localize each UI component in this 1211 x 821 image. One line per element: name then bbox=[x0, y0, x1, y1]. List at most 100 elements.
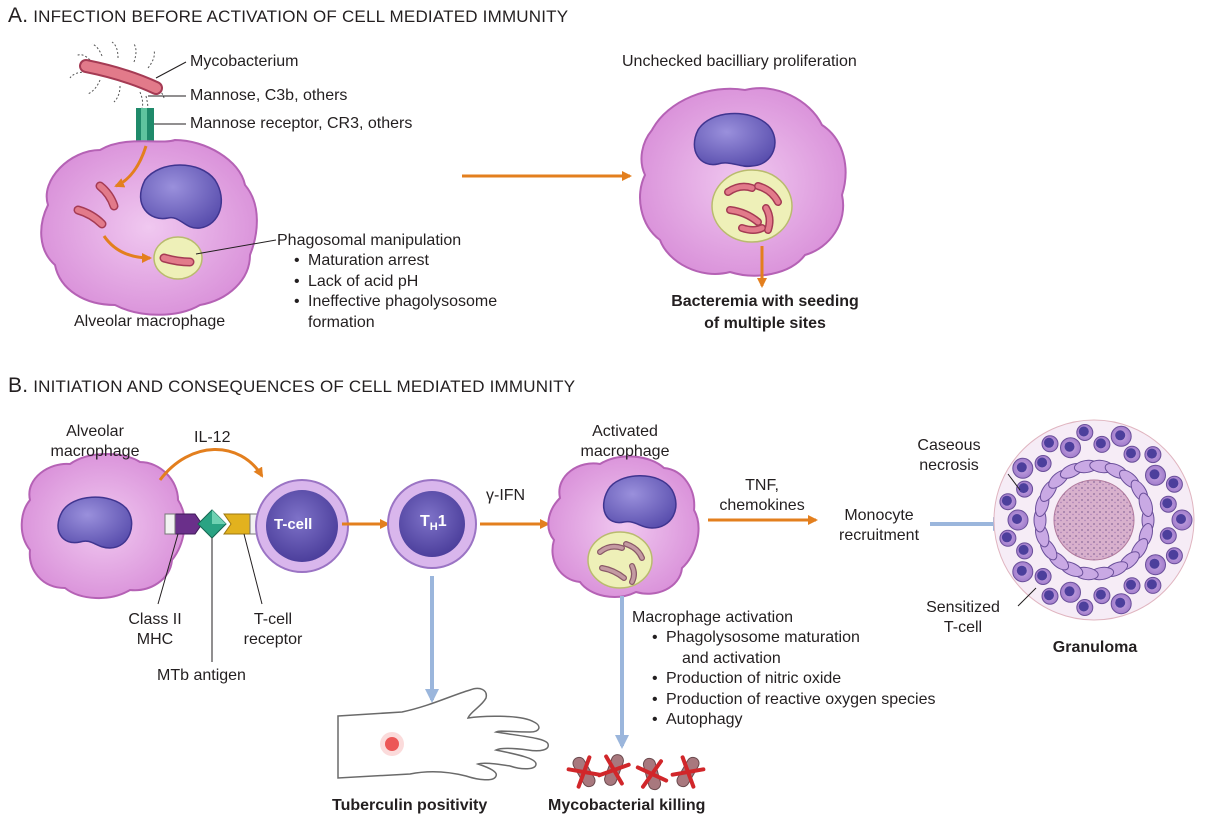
granuloma-lymphocyte-nucleus bbox=[1037, 570, 1048, 581]
t-cell-icon bbox=[255, 479, 349, 573]
sensitized-label-2: T-cell bbox=[943, 619, 983, 636]
section-a-title-text: INFECTION BEFORE ACTIVATION OF CELL MEDI… bbox=[33, 7, 569, 26]
phagosomal-bullet-1: Maturation arrest bbox=[294, 251, 497, 272]
section-b-title: B. INITIATION AND CONSEQUENCES OF CELL M… bbox=[8, 374, 575, 397]
granuloma-lymphocyte-nucleus bbox=[1064, 586, 1075, 597]
alveolar-macrophage-label: Alveolar macrophage bbox=[74, 313, 226, 330]
monocyte-label-2: recruitment bbox=[838, 527, 920, 544]
granuloma-lymphocyte-nucleus bbox=[1078, 426, 1089, 437]
granuloma-lymphocyte-nucleus bbox=[1044, 590, 1054, 601]
mycobacterium-icon bbox=[69, 41, 165, 111]
arm-skin-test-icon bbox=[337, 687, 549, 781]
granuloma-label: Granuloma bbox=[1052, 639, 1138, 656]
granuloma-lymphocyte-nucleus bbox=[1176, 514, 1186, 524]
section-a-letter: A. bbox=[8, 4, 29, 27]
granuloma-lymphocyte-nucleus bbox=[1078, 601, 1089, 612]
activated-label-2: macrophage bbox=[580, 443, 670, 460]
internalized-bacteria-icon bbox=[73, 181, 119, 229]
uptake-arrows bbox=[102, 145, 152, 263]
phagosome-icon bbox=[153, 236, 203, 280]
granuloma-lymphocyte-nucleus bbox=[1044, 437, 1054, 448]
activated-macrophage-cell bbox=[547, 455, 700, 598]
granuloma-lymphocyte-nucleus bbox=[1095, 589, 1106, 600]
granuloma-lymphocyte-nucleus bbox=[1115, 597, 1126, 608]
class2-label-1: Class II bbox=[128, 611, 182, 628]
monocyte-label-1: Monocyte bbox=[844, 507, 914, 524]
activation-bullet-2: Production of nitric oxide bbox=[652, 669, 935, 690]
il12-label: IL-12 bbox=[194, 429, 231, 446]
granuloma-lymphocyte-nucleus bbox=[1115, 430, 1126, 441]
alveolar-b-label-1: Alveolar bbox=[66, 423, 124, 440]
granuloma-lymphocyte-nucleus bbox=[1016, 565, 1027, 576]
class2-label-2: MHC bbox=[136, 631, 174, 648]
bacteremia-label-1: Bacteremia with seeding bbox=[671, 293, 859, 310]
granuloma-lymphocyte-nucleus bbox=[1126, 448, 1136, 459]
unchecked-label: Unchecked bacilliary proliferation bbox=[622, 53, 857, 70]
mannose-label: Mannose, C3b, others bbox=[190, 87, 348, 104]
tnf-label-2: chemokines bbox=[719, 497, 805, 514]
phagosomal-bullet-3: Ineffective phagolysosome bbox=[294, 292, 497, 313]
granuloma-lymphocyte-nucleus bbox=[1016, 462, 1027, 473]
t-cell-receptor-icon bbox=[223, 513, 259, 535]
leader-lines-b bbox=[157, 473, 1037, 662]
granuloma-lymphocyte-nucleus bbox=[1037, 457, 1048, 468]
il12-arrow bbox=[158, 448, 264, 481]
granuloma-lymphocyte-nucleus bbox=[1168, 478, 1179, 489]
killed-bacterium bbox=[670, 755, 706, 789]
activation-bullet-1b: and activation bbox=[682, 649, 781, 667]
granuloma-lymphocyte-nucleus bbox=[1018, 483, 1029, 494]
section-a-title: A. INFECTION BEFORE ACTIVATION OF CELL M… bbox=[8, 4, 569, 27]
granuloma-lymphocyte-nucleus bbox=[1018, 544, 1029, 555]
activation-list: Phagolysosome maturation and activation … bbox=[652, 628, 935, 731]
granuloma-lymphocyte-nucleus bbox=[1162, 498, 1173, 509]
th1-main: T bbox=[420, 513, 430, 530]
phagosomal-bullet-3b: formation bbox=[308, 313, 375, 331]
granuloma-lymphocyte-nucleus bbox=[1012, 514, 1022, 524]
tnf-label-1: TNF, bbox=[745, 477, 779, 494]
alveolar-macrophage-cell bbox=[40, 138, 258, 316]
receptor-label: Mannose receptor, CR3, others bbox=[190, 115, 413, 132]
tuberculin-label: Tuberculin positivity bbox=[332, 797, 488, 814]
killed-bacterium bbox=[566, 755, 602, 789]
granuloma-lymphocyte-nucleus bbox=[1001, 532, 1012, 543]
killed-bacterium bbox=[635, 757, 669, 791]
alveolar-macrophage-b-cell bbox=[20, 453, 186, 600]
caseous-label-1: Caseous bbox=[917, 437, 981, 454]
th1-cell-label: TH1 bbox=[420, 513, 447, 533]
mtb-antigen-icon bbox=[197, 509, 227, 539]
tcr-label-2: receptor bbox=[243, 631, 303, 648]
leader-lines-a bbox=[148, 61, 277, 255]
th1-cell-icon bbox=[387, 479, 477, 569]
granuloma-epithelioid-cell bbox=[1138, 492, 1153, 517]
tcell-cell-label: T-cell bbox=[274, 516, 313, 533]
granuloma-lymphocyte-nucleus bbox=[1162, 529, 1173, 540]
sensitized-label-1: Sensitized bbox=[926, 599, 1000, 616]
granuloma-lymphocyte-nucleus bbox=[1149, 558, 1160, 569]
nucleus-icon bbox=[139, 164, 223, 229]
section-b-letter: B. bbox=[8, 374, 29, 397]
activation-bullet-4: Autophagy bbox=[652, 710, 935, 731]
caseous-label-2: necrosis bbox=[919, 457, 979, 474]
mhc-molecule-icon bbox=[164, 513, 203, 535]
infected-macrophage-cell bbox=[639, 87, 847, 277]
mycobacterium-label: Mycobacterium bbox=[190, 53, 299, 70]
granuloma-lymphocyte-nucleus bbox=[1149, 469, 1160, 480]
granuloma-lymphocyte-nucleus bbox=[1001, 495, 1012, 506]
mannose-receptor-icon bbox=[136, 108, 154, 142]
phagosomal-title: Phagosomal manipulation bbox=[277, 232, 462, 249]
phagosomal-bullet-2: Lack of acid pH bbox=[294, 272, 497, 293]
granuloma-lymphocyte-nucleus bbox=[1146, 448, 1157, 459]
activation-title: Macrophage activation bbox=[632, 609, 793, 626]
alveolar-b-label-2: macrophage bbox=[50, 443, 140, 460]
tcr-label-1: T-cell bbox=[253, 611, 293, 628]
granuloma-lymphocyte-nucleus bbox=[1095, 438, 1106, 449]
gamma-ifn-label: γ-IFN bbox=[486, 487, 526, 504]
th1-suffix: 1 bbox=[437, 513, 447, 530]
killing-label: Mycobacterial killing bbox=[548, 797, 706, 814]
killed-bacteria-icon bbox=[566, 754, 706, 791]
mtb-antigen-label: MTb antigen bbox=[157, 667, 246, 684]
killed-bacterium bbox=[597, 754, 631, 786]
phagosomal-list: Maturation arrest Lack of acid pH Ineffe… bbox=[294, 251, 497, 333]
bacteremia-label-2: of multiple sites bbox=[704, 315, 826, 332]
